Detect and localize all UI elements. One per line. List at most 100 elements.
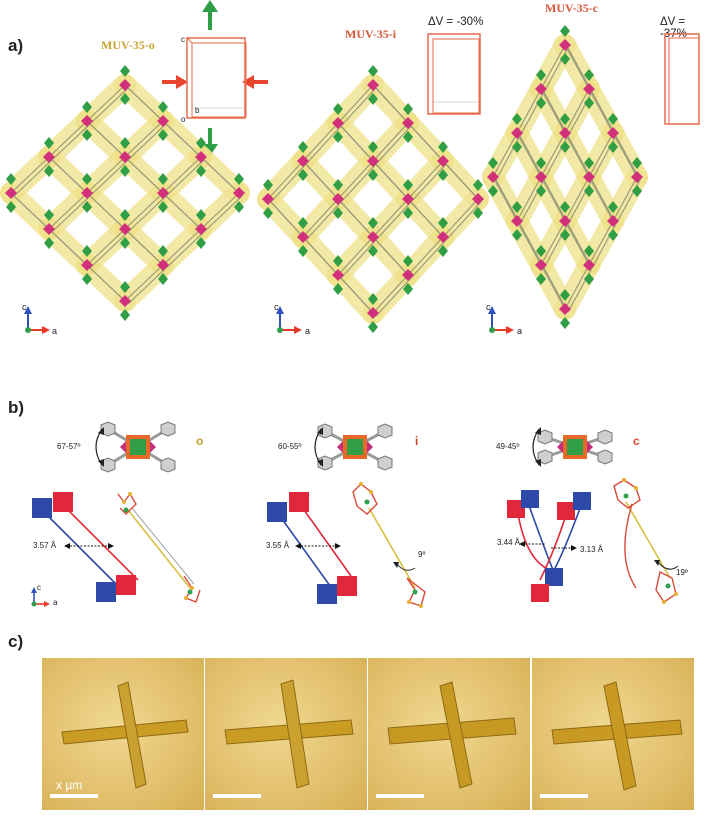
scale-bar bbox=[213, 794, 261, 798]
stack-distance-closed-right: 3.13 Å bbox=[580, 545, 604, 554]
axes-icon-closed bbox=[488, 306, 514, 334]
phase-label-o: o bbox=[196, 434, 204, 448]
metal-node bbox=[559, 289, 571, 329]
metal-node bbox=[119, 65, 131, 105]
stack-distance-intermediate: 3.55 Å bbox=[266, 541, 290, 550]
metal-node bbox=[583, 245, 595, 285]
metal-node bbox=[367, 293, 379, 333]
metal-node bbox=[119, 137, 131, 177]
metal-node bbox=[402, 255, 414, 295]
panel-a-label: a) bbox=[8, 36, 24, 55]
rotation-arrow-open bbox=[95, 427, 104, 467]
framework-closed bbox=[482, 25, 648, 329]
angle-range-open: 67-57º bbox=[57, 442, 81, 451]
metal-node bbox=[297, 217, 309, 257]
metal-node bbox=[5, 173, 17, 213]
metal-node bbox=[535, 157, 547, 197]
cell-label-c: c bbox=[181, 35, 185, 44]
crystal-photo-3 bbox=[368, 658, 530, 810]
metal-node bbox=[195, 209, 207, 249]
paddlewheel-open bbox=[100, 421, 176, 473]
cell-label-o: o bbox=[181, 115, 186, 124]
cell-label-b: b bbox=[195, 106, 200, 115]
metal-node bbox=[367, 141, 379, 181]
metal-node bbox=[332, 255, 344, 295]
metal-node bbox=[43, 209, 55, 249]
phase-label-i: i bbox=[415, 434, 419, 448]
axis-label-c-intermediate: c bbox=[274, 302, 279, 312]
rotation-arrow-closed bbox=[532, 427, 541, 467]
metal-node bbox=[631, 157, 643, 197]
structure-title-intermediate: MUV-35-i bbox=[345, 27, 397, 41]
metal-node bbox=[233, 173, 245, 213]
crystal-photo-1: x µm bbox=[42, 658, 204, 810]
paddlewheel-closed bbox=[537, 429, 613, 465]
metal-node bbox=[157, 101, 169, 141]
structure-title-closed: MUV-35-c bbox=[545, 1, 599, 15]
metal-node bbox=[119, 281, 131, 321]
scale-bar bbox=[540, 794, 588, 798]
metal-node bbox=[535, 69, 547, 109]
metal-node bbox=[402, 179, 414, 219]
metal-node bbox=[262, 179, 274, 219]
linker-open bbox=[117, 492, 201, 603]
volume-change-intermediate: ΔV = -30% bbox=[428, 16, 484, 28]
unit-cell-closed bbox=[664, 33, 700, 125]
crystal-photo-2 bbox=[205, 658, 367, 810]
metal-node bbox=[559, 113, 571, 153]
metal-node bbox=[559, 201, 571, 241]
stacking-schematic-open bbox=[32, 492, 139, 602]
metal-node bbox=[195, 137, 207, 177]
scale-bar-label: x µm bbox=[56, 778, 83, 792]
metal-node bbox=[437, 141, 449, 181]
metal-node bbox=[511, 201, 523, 241]
crystal-photo-4 bbox=[532, 658, 694, 810]
structure-title-open: MUV-35-o bbox=[101, 38, 155, 52]
framework-intermediate bbox=[257, 65, 489, 333]
linker-intermediate bbox=[352, 482, 426, 608]
axes-icon-open bbox=[24, 306, 50, 334]
metal-node bbox=[437, 217, 449, 257]
metal-node bbox=[472, 179, 484, 219]
scale-bar bbox=[376, 794, 424, 798]
panel-b-label: b) bbox=[8, 398, 25, 417]
metal-node bbox=[81, 173, 93, 213]
metal-node bbox=[332, 103, 344, 143]
axis-label-a-intermediate: a bbox=[305, 326, 311, 336]
metal-node bbox=[81, 245, 93, 285]
metal-node bbox=[157, 245, 169, 285]
axis-label-a-open: a bbox=[52, 326, 58, 336]
metal-node bbox=[367, 65, 379, 105]
stacking-schematic-closed bbox=[507, 490, 591, 602]
metal-node bbox=[511, 113, 523, 153]
metal-node bbox=[402, 103, 414, 143]
metal-node bbox=[332, 179, 344, 219]
linker-closed bbox=[613, 478, 679, 604]
metal-node bbox=[607, 201, 619, 241]
metal-node bbox=[583, 157, 595, 197]
metal-node bbox=[559, 25, 571, 65]
metal-node bbox=[81, 101, 93, 141]
tilt-angle-closed: 19º bbox=[676, 568, 688, 577]
framework-open bbox=[0, 65, 250, 321]
scale-bar bbox=[50, 794, 98, 798]
paddlewheel-intermediate bbox=[317, 423, 393, 471]
metal-node bbox=[583, 69, 595, 109]
metal-node bbox=[535, 245, 547, 285]
axis-label-a-panel-b: a bbox=[53, 598, 58, 607]
rotation-arrow-intermediate bbox=[314, 427, 323, 467]
metal-node bbox=[297, 141, 309, 181]
metal-node bbox=[607, 113, 619, 153]
metal-node bbox=[43, 137, 55, 177]
axes-icon-panel-b bbox=[31, 587, 50, 607]
angle-range-intermediate: 60-55º bbox=[278, 442, 302, 451]
tilt-angle-intermediate: 9º bbox=[418, 550, 426, 559]
axis-label-c-open: c bbox=[22, 302, 27, 312]
stacking-schematic-intermediate bbox=[267, 492, 357, 604]
phase-label-c: c bbox=[633, 434, 640, 448]
angle-range-closed: 49-45º bbox=[496, 442, 520, 451]
axis-label-a-closed: a bbox=[517, 326, 523, 336]
stack-distance-open: 3.57 Å bbox=[33, 541, 57, 550]
axes-icon-intermediate bbox=[276, 306, 302, 334]
metal-node bbox=[367, 217, 379, 257]
